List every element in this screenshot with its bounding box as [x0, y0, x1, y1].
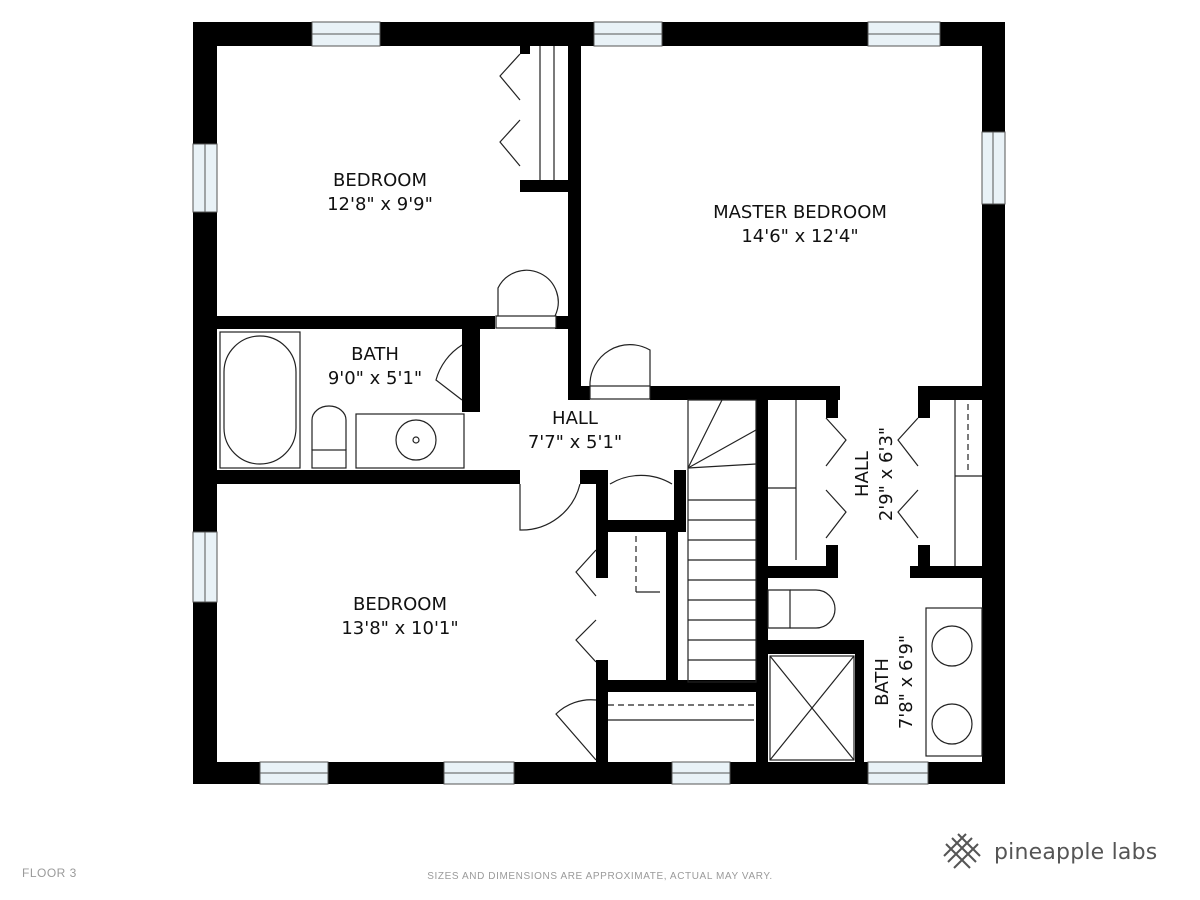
closet-bifold-lower-2 — [575, 619, 597, 663]
wall-hall-vertical-left-inner-2 — [826, 545, 838, 569]
vanity-left — [355, 413, 465, 469]
brand-logo: pineapple labs — [942, 832, 1157, 872]
wall-small-closet-bottom — [596, 520, 686, 532]
room-dim-bath-left: 9'0" x 5'1" — [328, 368, 422, 389]
room-dim-bedroom-top: 12'8" x 9'9" — [327, 194, 433, 215]
wall-closet-left-column-2 — [596, 660, 608, 762]
room-labels: BEDROOM 12'8" x 9'9" MASTER BEDROOM 14'6… — [327, 170, 917, 729]
closet-bifold-hall-right — [897, 417, 919, 467]
sink-right-2 — [931, 703, 973, 745]
wall-bath-right-top — [756, 566, 838, 578]
exterior-wall-right — [982, 22, 1005, 784]
room-name-bath-right: BATH — [872, 658, 893, 706]
wall-hall-vertical-right-inner — [918, 398, 930, 418]
sink-right-1 — [931, 625, 973, 667]
wall-closet-stub — [520, 44, 530, 54]
wall-bath-right-top-2 — [910, 566, 984, 578]
exterior-wall-bottom — [193, 762, 1005, 784]
room-dim-bedroom-bottom: 13'8" x 10'1" — [341, 618, 458, 639]
sink-left — [395, 419, 437, 461]
door-swing-small-closet — [609, 474, 673, 485]
shower — [769, 655, 855, 761]
wall-hall-top-left — [462, 327, 480, 412]
wall-bedroom-bath-horizontal — [215, 316, 495, 329]
floor-label: FLOOR 3 — [22, 866, 77, 880]
wall-bedroom-master-divider — [568, 44, 581, 396]
wall-closet-bottom — [520, 180, 570, 192]
vanity-right — [925, 607, 983, 757]
fixtures — [219, 46, 983, 761]
wall-small-closet-left — [596, 470, 608, 550]
door-swing-bath-left — [435, 344, 463, 401]
closet-bifold-hall-left — [825, 417, 847, 467]
disclaimer-text: SIZES AND DIMENSIONS ARE APPROXIMATE, AC… — [427, 871, 773, 882]
wall-bedroom-bath-horizontal-2 — [555, 316, 575, 329]
wall-master-bottom-left — [568, 386, 590, 400]
closet-bifold-lower — [575, 549, 597, 597]
window-lines — [204, 33, 994, 774]
pineapple-labs-logo-icon — [943, 833, 981, 869]
wall-closet-left-column — [596, 540, 608, 578]
wall-closet-bottom-horizontal — [596, 680, 756, 692]
room-dim-hall-vertical: 2'9" x 6'3" — [876, 427, 897, 521]
wall-hall-vertical-left-inner — [826, 398, 838, 418]
door-swing-bedroom-bottom — [519, 483, 581, 531]
door-swing-closet-lower — [555, 699, 597, 761]
closet-bifold-door-2 — [499, 119, 521, 167]
bathtub — [219, 331, 301, 469]
wall-master-bottom-right — [918, 386, 984, 400]
wall-master-bottom — [650, 386, 840, 400]
wall-shower-right — [855, 640, 864, 762]
wall-shower-top — [756, 640, 864, 654]
door-swing-master — [589, 344, 651, 387]
wall-hall-vertical-right-inner-2 — [918, 545, 930, 569]
room-dim-bath-right: 7'8" x 6'9" — [896, 635, 917, 729]
room-name-bath-left: BATH — [351, 344, 399, 365]
room-dim-hall-center: 7'7" x 5'1" — [528, 432, 622, 453]
room-name-bedroom-bottom: BEDROOM — [353, 594, 447, 615]
wall-small-closet-right — [674, 470, 686, 530]
room-name-bedroom-top: BEDROOM — [333, 170, 427, 191]
door-swing-bedroom-top — [497, 269, 559, 317]
room-name-master-bedroom: MASTER BEDROOM — [713, 202, 887, 223]
room-name-hall-vertical: HALL — [852, 451, 873, 497]
closet-bifold-door — [499, 53, 521, 101]
brand-name: pineapple labs — [994, 839, 1158, 865]
room-dim-master-bedroom: 14'6" x 12'4" — [741, 226, 858, 247]
exterior-wall-left — [193, 22, 217, 784]
wall-bath-bottom — [215, 470, 520, 484]
wall-stair-left — [666, 530, 678, 682]
toilet-left — [311, 449, 347, 469]
room-name-hall-center: HALL — [552, 408, 598, 429]
wall-hall-vertical-left — [756, 398, 768, 762]
toilet-right — [767, 589, 791, 629]
